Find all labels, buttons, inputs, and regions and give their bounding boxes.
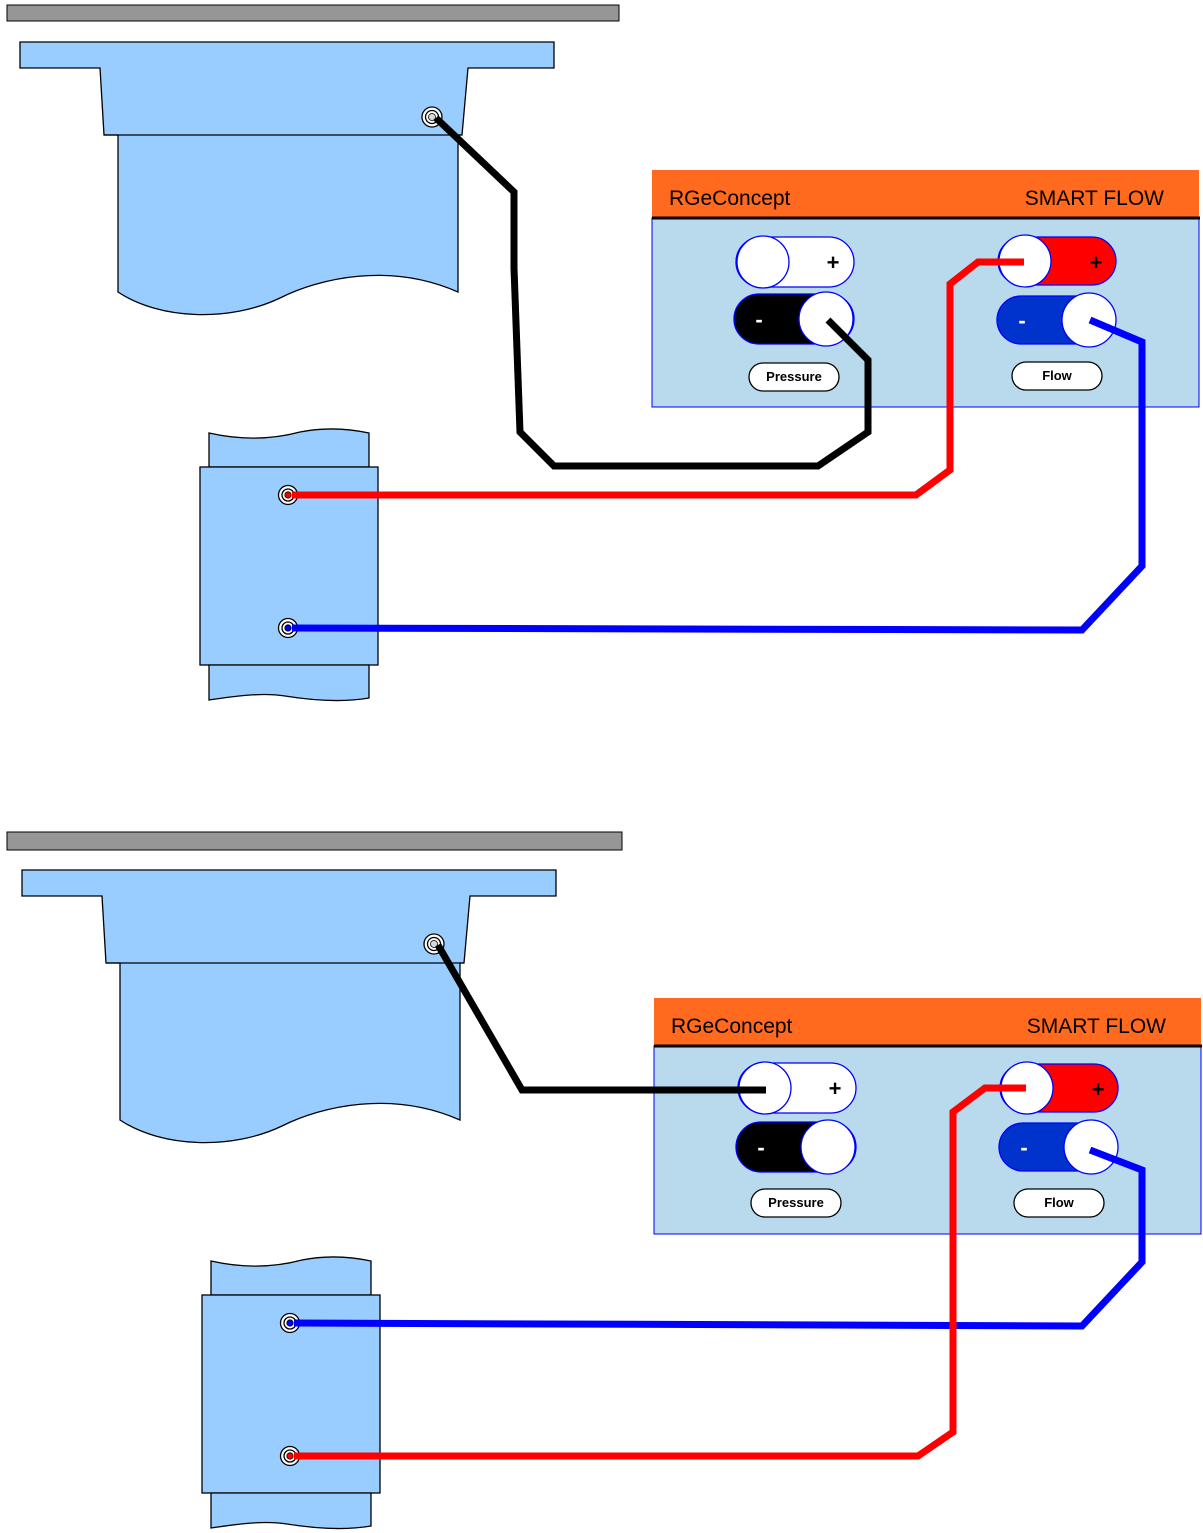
mounting-plate: [6, 4, 620, 22]
flow-label-pill: Flow: [1011, 361, 1103, 391]
flow-minus-terminal[interactable]: -: [998, 1119, 1119, 1175]
blue-wire: [293, 1146, 1146, 1330]
flow-label: Flow: [1044, 1195, 1074, 1210]
minus-sign: -: [755, 307, 762, 332]
flow-meter-body: [199, 428, 379, 702]
flow-minus-terminal[interactable]: -: [996, 292, 1117, 348]
pressure-minus-terminal[interactable]: -: [735, 1119, 857, 1175]
flow-label-pill: Flow: [1013, 1188, 1105, 1218]
minus-sign: -: [757, 1135, 764, 1160]
plus-sign: +: [1092, 1077, 1105, 1102]
flow-plus-terminal[interactable]: +: [999, 1061, 1119, 1115]
pressure-transducer: [19, 41, 555, 316]
pressure-label-pill: Pressure: [750, 1188, 842, 1218]
diagram-1: RGeConcept SMART FLOW + - Pressure: [6, 4, 1200, 702]
minus-sign: -: [1020, 1135, 1027, 1160]
red-wire: [292, 258, 1024, 499]
flow-label: Flow: [1042, 368, 1072, 383]
blue-wire: [291, 316, 1146, 634]
diagram-2: RGeConcept SMART FLOW + - Pressure +: [6, 831, 1202, 1530]
flow-meter-body: [201, 1256, 381, 1530]
smart-flow-panel: RGeConcept SMART FLOW + - Pressure +: [653, 998, 1202, 1235]
plus-sign: +: [1090, 250, 1103, 275]
pressure-minus-terminal[interactable]: -: [733, 291, 855, 347]
red-wire: [294, 1084, 1026, 1460]
pressure-label: Pressure: [768, 1195, 824, 1210]
black-wire: [433, 115, 872, 470]
plus-sign: +: [829, 1076, 842, 1101]
plus-sign: +: [827, 250, 840, 275]
product-label: SMART FLOW: [1027, 1015, 1166, 1038]
pressure-label-pill: Pressure: [748, 362, 840, 392]
product-label: SMART FLOW: [1025, 187, 1164, 210]
smart-flow-panel: RGeConcept SMART FLOW + - Pressure: [651, 170, 1200, 408]
brand-label: RGeConcept: [671, 1015, 793, 1038]
pressure-label: Pressure: [766, 369, 822, 384]
mounting-plate: [6, 831, 623, 851]
minus-sign: -: [1018, 308, 1025, 333]
black-wire: [434, 943, 766, 1094]
flow-plus-terminal[interactable]: +: [997, 234, 1117, 288]
pressure-plus-terminal[interactable]: +: [735, 235, 855, 289]
brand-label: RGeConcept: [669, 187, 791, 210]
